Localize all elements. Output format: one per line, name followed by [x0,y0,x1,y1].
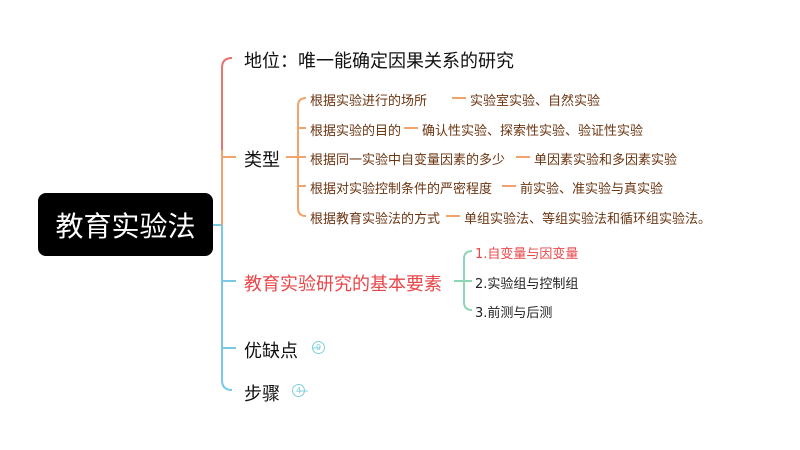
node-elements[interactable]: 教育实验研究的基本要素 [244,274,442,295]
type-result-4[interactable]: 前实验、准实验与真实验 [520,182,664,197]
type-result-1[interactable]: 实验室实验、自然实验 [470,94,601,109]
type-basis-3[interactable]: 根据同一实验中自变量因素的多少 [310,153,506,168]
type-result-2[interactable]: 确认性实验、探索性实验、验证性实验 [422,124,644,139]
root-node[interactable]: 教育实验法 [38,193,213,256]
element-item-3[interactable]: 3.前测与后测 [475,306,553,321]
type-result-5[interactable]: 单组实验法、等组实验法和循环组实验法。 [464,212,712,227]
collapsed-count-badge[interactable]: 9 [312,341,325,354]
node-steps[interactable]: 步骤 [244,384,280,405]
collapsed-count-badge[interactable]: 4 [292,384,305,397]
element-item-1[interactable]: 1.自变量与因变量 [475,247,579,262]
type-basis-2[interactable]: 根据实验的目的 [310,124,402,139]
type-basis-1[interactable]: 根据实验进行的场所 [310,94,428,109]
node-position[interactable]: 地位：唯一能确定因果关系的研究 [244,51,514,72]
root-label: 教育实验法 [55,209,196,243]
node-types[interactable]: 类型 [244,150,280,171]
type-basis-5[interactable]: 根据教育实验法的方式 [310,212,441,227]
type-basis-4[interactable]: 根据对实验控制条件的严密程度 [310,182,493,197]
node-pros-cons[interactable]: 优缺点 [244,341,298,362]
type-result-3[interactable]: 单因素实验和多因素实验 [534,153,678,168]
element-item-2[interactable]: 2.实验组与控制组 [475,277,579,292]
